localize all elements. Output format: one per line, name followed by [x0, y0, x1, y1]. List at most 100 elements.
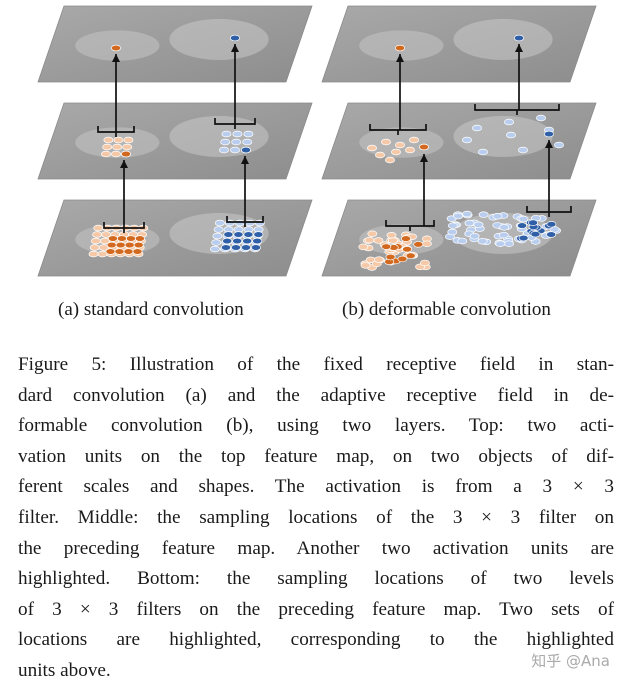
middle-sampling-point	[375, 151, 385, 159]
bottom-sampling-point	[213, 226, 224, 233]
caption-line: Figure 5: Illustration of the fixed rece…	[18, 354, 614, 375]
sheep-silhouette	[453, 115, 553, 157]
caption-line: units above.	[18, 659, 111, 681]
middle-sampling-point	[554, 141, 564, 149]
middle-sampling-point	[518, 146, 528, 154]
bottom-sampling-point	[123, 248, 134, 255]
subfigure-a-label: (a) standard convolution	[58, 299, 244, 320]
bottom-sampling-point	[233, 231, 244, 238]
middle-sampling-point	[385, 156, 395, 164]
bottom-sampling-point	[124, 241, 135, 249]
bottom-sampling-point	[252, 237, 263, 245]
top-feature-map	[321, 5, 597, 83]
bottom-sampling-point	[518, 234, 529, 242]
bottom-sampling-point	[243, 231, 254, 238]
caption-line: the preceding feature map. Another two a…	[18, 537, 614, 559]
bottom-sampling-point	[492, 213, 503, 220]
bottom-sampling-point	[518, 215, 529, 223]
sheep-silhouette	[169, 18, 269, 60]
arrow-head	[112, 54, 120, 62]
bottom-sampling-point	[453, 212, 464, 220]
sheep-silhouette	[453, 18, 553, 60]
bottom-sampling-point	[473, 221, 484, 229]
bottom-sampling-point	[231, 244, 241, 251]
middle-sampling-point	[220, 138, 231, 146]
bottom-sampling-point	[134, 235, 145, 242]
bottom-sampling-point	[413, 241, 424, 248]
bottom-sampling-point	[214, 219, 225, 227]
middle-sampling-point	[219, 146, 229, 154]
bottom-sampling-point	[242, 237, 253, 245]
bottom-sampling-point	[546, 231, 557, 238]
bottom-sampling-point	[222, 237, 233, 245]
bottom-sampling-point	[469, 232, 480, 240]
caption-line: of 3 × 3 filters on the preceding featur…	[18, 598, 614, 620]
caption-line: formable convolution (b), using two laye…	[18, 415, 614, 437]
bottom-sampling-point	[421, 240, 432, 247]
middle-sampling-point	[472, 124, 482, 132]
bottom-sampling-point	[221, 244, 231, 251]
bottom-sampling-point	[105, 248, 116, 255]
bottom-sampling-point	[373, 256, 384, 263]
middle-sampling-point	[367, 144, 377, 152]
bottom-sampling-point	[125, 235, 136, 242]
bottom-sampling-point	[419, 259, 430, 267]
bottom-sampling-point	[253, 231, 264, 238]
caption-line: filter. Middle: the sampling locations o…	[18, 506, 614, 528]
middle-activation-unit	[544, 130, 554, 138]
bottom-sampling-point	[504, 240, 514, 247]
middle-sampling-point	[112, 143, 123, 151]
bottom-sampling-point	[387, 237, 398, 244]
bottom-sampling-point	[223, 231, 234, 238]
bottom-sampling-point	[498, 231, 509, 239]
middle-sampling-point	[243, 130, 254, 138]
bottom-sampling-point	[477, 237, 488, 245]
bottom-sampling-point	[115, 241, 126, 249]
middle-sampling-point	[381, 138, 391, 146]
middle-sampling-point	[405, 146, 415, 154]
arrow-head	[545, 140, 553, 148]
middle-activation-unit	[121, 150, 131, 158]
middle-sampling-point	[123, 136, 134, 144]
watermark: 知乎 @Ana	[531, 652, 610, 670]
bottom-sampling-point	[360, 262, 371, 269]
bottom-sampling-point	[90, 237, 101, 245]
bottom-sampling-point	[92, 231, 103, 238]
bracket	[369, 124, 427, 135]
bottom-sampling-point	[367, 230, 378, 238]
middle-sampling-point	[231, 138, 242, 146]
top-activation-unit	[514, 34, 524, 42]
middle-sampling-point	[113, 136, 124, 144]
figure-caption: Figure 5: Illustration of the fixed rece…	[18, 350, 614, 687]
caption-line: ferent scales and shapes. The activation…	[18, 476, 614, 498]
middle-feature-map	[321, 102, 597, 180]
middle-sampling-point	[506, 131, 516, 139]
caption-line: highlighted. Bottom: the sampling locati…	[18, 568, 614, 590]
bottom-sampling-point	[133, 241, 144, 249]
arrow-head	[420, 154, 428, 162]
caption-line: vation units on the top feature map, on …	[18, 445, 614, 467]
bottom-sampling-point	[401, 235, 411, 242]
top-activation-unit	[111, 44, 121, 52]
bottom-sampling-point	[89, 244, 100, 251]
bottom-sampling-point	[546, 221, 557, 228]
bottom-sampling-point	[116, 235, 127, 242]
bottom-sampling-point	[364, 236, 375, 244]
bottom-sampling-point	[447, 228, 458, 236]
middle-sampling-point	[103, 136, 114, 144]
bottom-sampling-point	[457, 237, 468, 245]
bottom-sampling-point	[211, 239, 222, 246]
middle-sampling-point	[232, 130, 243, 138]
bottom-sampling-point	[358, 243, 369, 251]
bottom-sampling-point	[447, 222, 458, 229]
arrow-head	[241, 156, 249, 164]
middle-sampling-point	[102, 143, 113, 151]
bottom-sampling-point	[210, 245, 220, 253]
caption-line: dard convolution (a) and the adaptive re…	[18, 384, 614, 406]
bottom-sampling-point	[234, 219, 245, 227]
arrow-head	[396, 54, 404, 62]
top-activation-unit	[230, 34, 240, 42]
bottom-sampling-point	[528, 219, 538, 226]
bottom-sampling-point	[517, 222, 528, 229]
bottom-sampling-point	[478, 211, 489, 218]
